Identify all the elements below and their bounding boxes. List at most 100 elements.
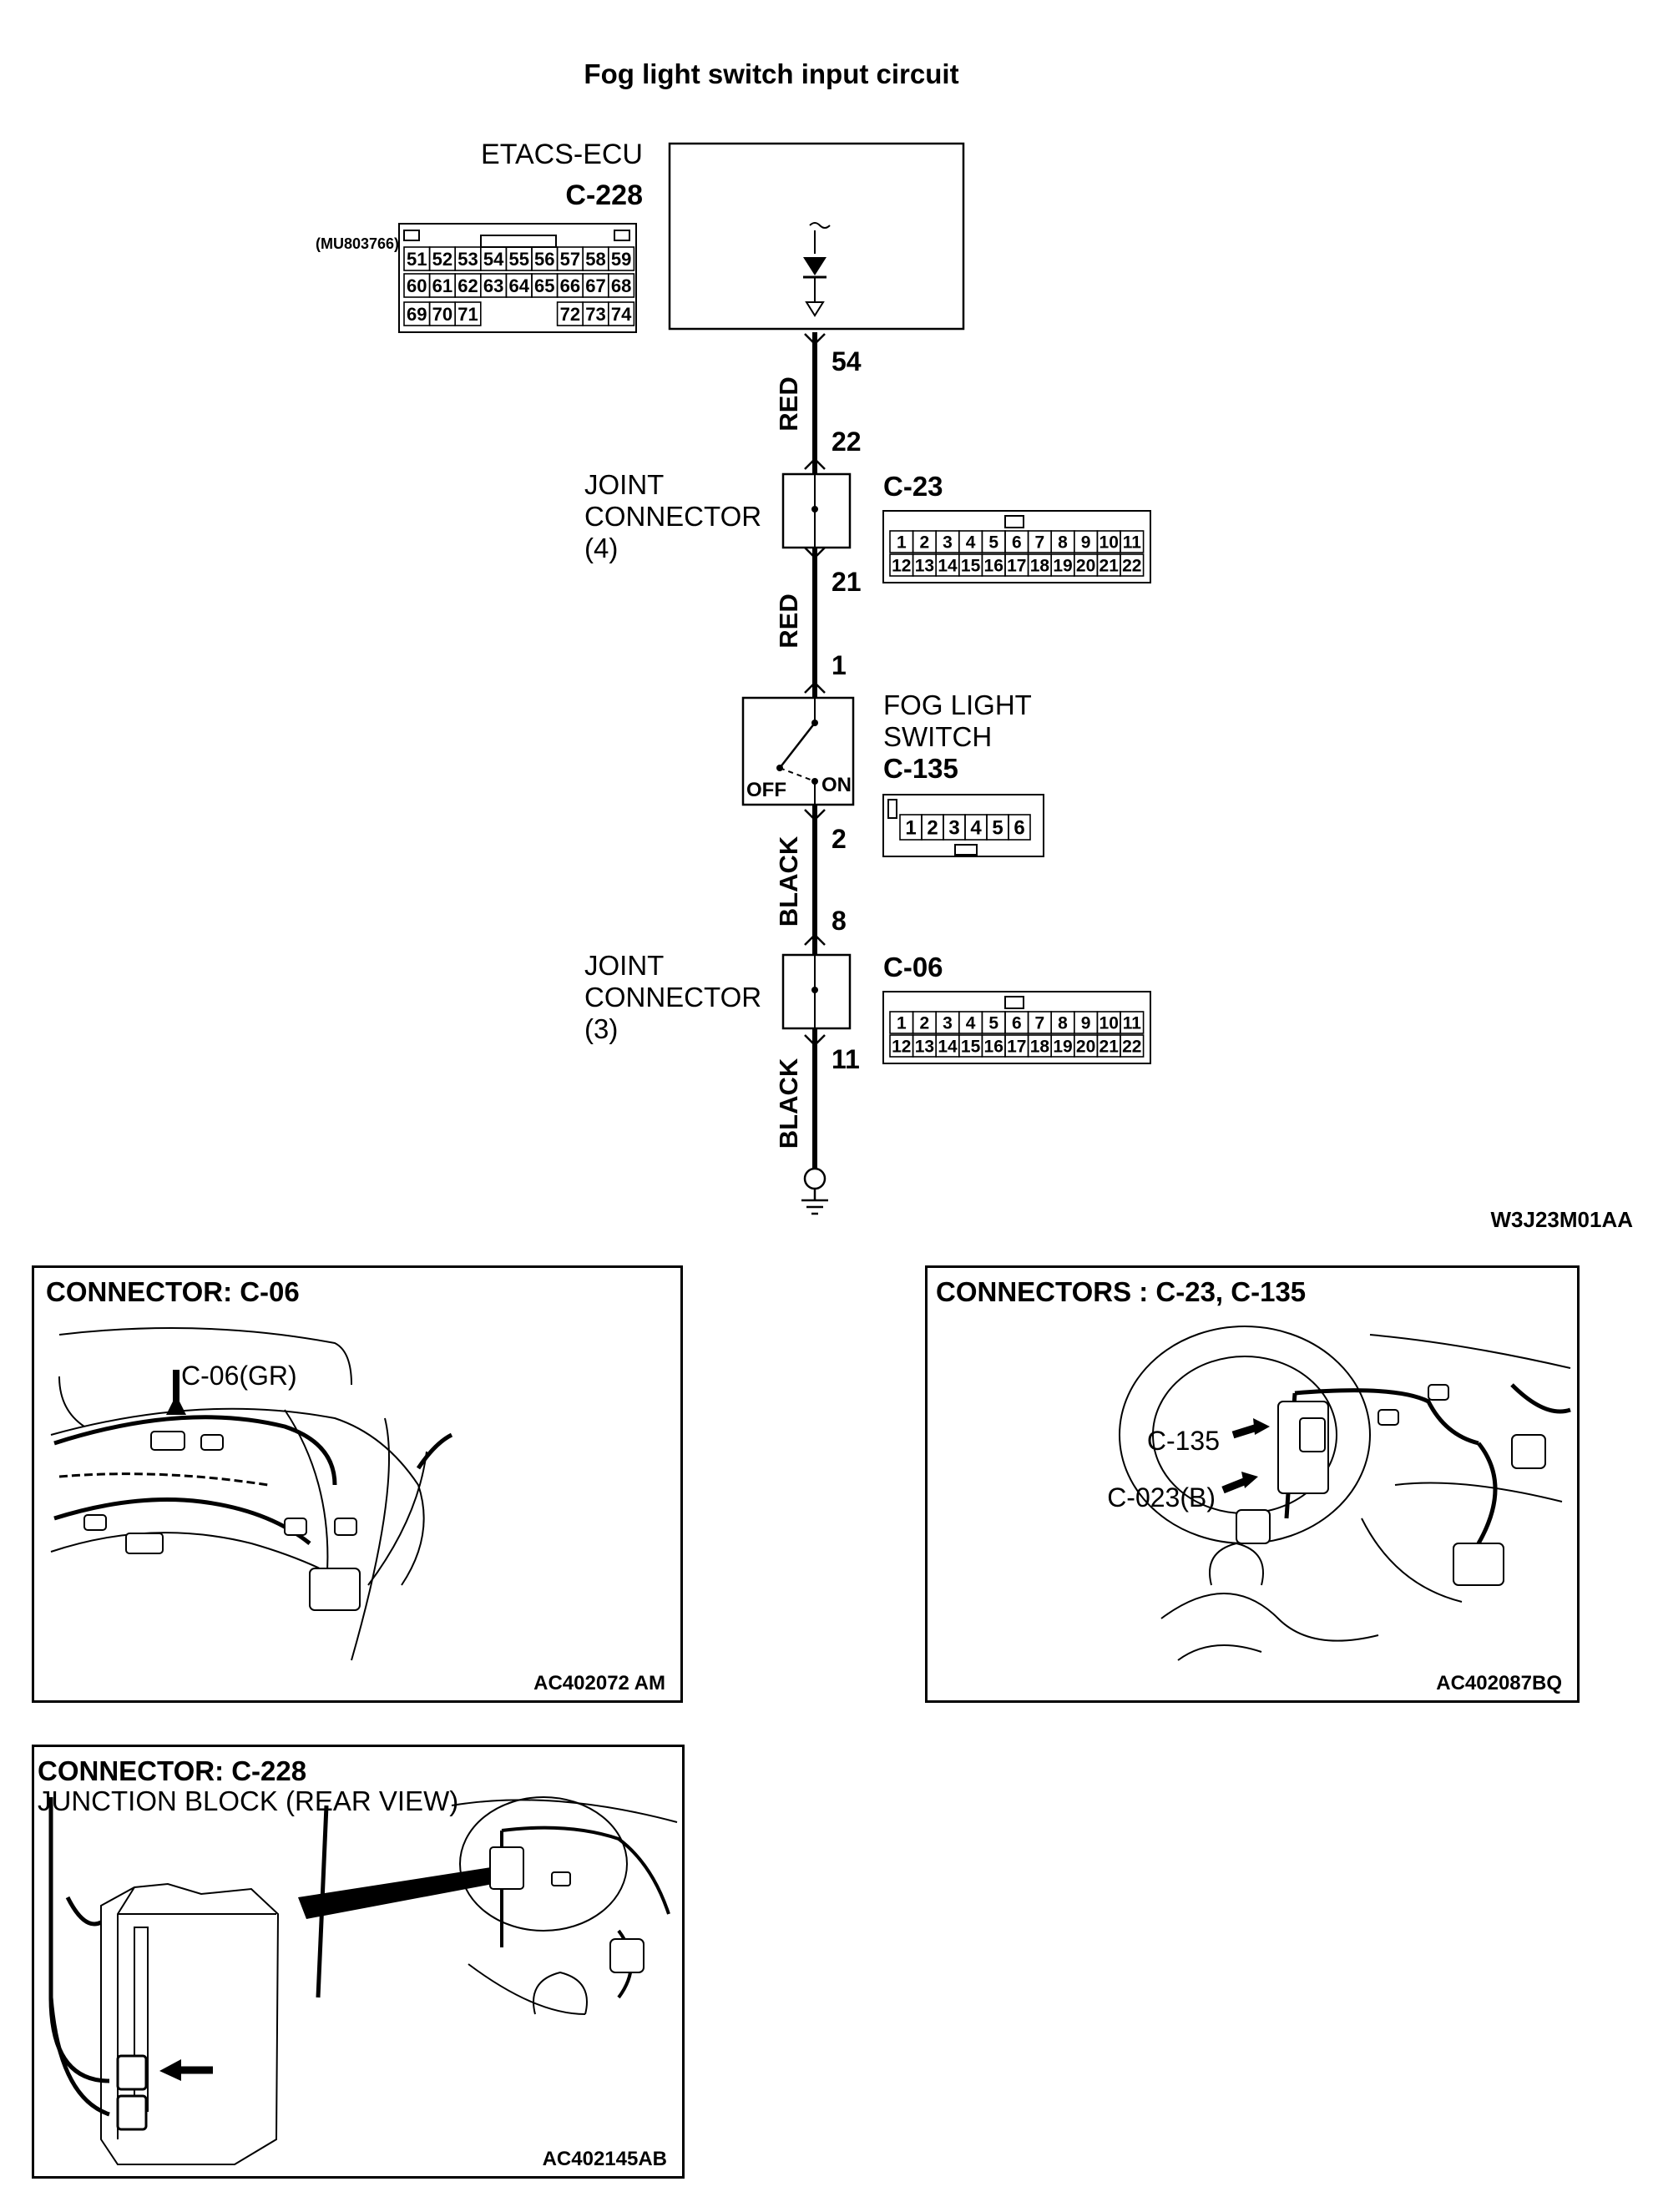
terminal-marks (804, 333, 826, 1047)
c06-pin-20: 20 (1076, 1037, 1095, 1056)
ecu-pin-68: 68 (611, 275, 631, 296)
ecu-pin-53: 53 (457, 249, 478, 270)
ecu-pin-58: 58 (585, 249, 605, 270)
panel-connector-c228: CONNECTOR: C-228 JUNCTION BLOCK (REAR VI… (32, 1745, 685, 2179)
ecu-pin-72: 72 (560, 304, 580, 325)
c06-pin-2: 2 (920, 1013, 930, 1033)
ecu-pin-51: 51 (407, 249, 427, 270)
c06-pin-7: 7 (1035, 1013, 1045, 1033)
zoom-callout-wedge (298, 1866, 502, 1919)
pin-22: 22 (832, 427, 862, 457)
joint3-line2: CONNECTOR (584, 982, 761, 1013)
wire-color-red-2: RED (774, 593, 803, 648)
ecu-connector-label: C-228 (565, 179, 643, 211)
c06-callout: C-06(GR) (181, 1361, 297, 1391)
c23-connector-face (882, 510, 1151, 583)
c23-pin-1: 1 (897, 533, 907, 552)
pin-21: 21 (832, 567, 862, 597)
panel-c228-title: CONNECTOR: C-228 (38, 1755, 307, 1786)
panel-connector-c06: CONNECTOR: C-06 (32, 1265, 683, 1703)
figure-code: W3J23M01AA (1490, 1207, 1633, 1232)
c06-pin-1: 1 (897, 1013, 907, 1033)
junction-block-illustration (48, 1796, 678, 2165)
pin-1: 1 (832, 650, 847, 680)
c135-pin-3: 3 (948, 816, 959, 839)
c23-c135-location-illustration: C-135 C-023(B) (1107, 1326, 1571, 1661)
c135-pin-5: 5 (992, 816, 1003, 839)
ecu-pin-55: 55 (508, 249, 528, 270)
ecu-pin-57: 57 (560, 249, 580, 270)
c06-pin-14: 14 (938, 1037, 958, 1056)
pin-54: 54 (832, 346, 862, 376)
panel-c23-title: CONNECTORS : C-23, C-135 (936, 1276, 1307, 1307)
c06-pin-4: 4 (966, 1013, 976, 1033)
c06-pin-19: 19 (1053, 1037, 1072, 1056)
c06-label: C-06 (883, 952, 943, 982)
c06-pin-8: 8 (1058, 1013, 1068, 1033)
c135-pin-1: 1 (905, 816, 916, 839)
c06-pin-5: 5 (988, 1013, 998, 1033)
switch-on-label: ON (821, 774, 852, 796)
ecu-pin-69: 69 (407, 304, 427, 325)
ecu-pin-73: 73 (585, 304, 605, 325)
c06-pin-18: 18 (1030, 1037, 1050, 1056)
c06-pin-17: 17 (1007, 1037, 1026, 1056)
ground-terminal (803, 1167, 826, 1190)
c23-pin-18: 18 (1030, 556, 1050, 575)
ecu-pin-66: 66 (560, 275, 580, 296)
ecu-connector-key (480, 235, 557, 248)
c06-pin-22: 22 (1122, 1037, 1141, 1056)
c23-pin-9: 9 (1081, 533, 1091, 552)
ecu-pin-65: 65 (534, 275, 554, 296)
panel-c228-code: AC402145AB (542, 2148, 667, 2170)
ecu-pin-62: 62 (457, 275, 478, 296)
diode-icon (803, 257, 826, 275)
ecu-part-number: (MU803766) (316, 235, 399, 252)
ecu-pin-59: 59 (611, 249, 631, 270)
c135-connector-face (882, 794, 1044, 857)
wire-color-black-1: BLACK (774, 836, 803, 927)
ecu-pin-71: 71 (457, 304, 478, 325)
c23-pin-4: 4 (966, 533, 976, 552)
c06-pin-15: 15 (961, 1037, 981, 1056)
c23-pin-8: 8 (1058, 533, 1068, 552)
switch-off-label: OFF (746, 779, 786, 801)
ecu-pin-61: 61 (432, 275, 452, 296)
joint3-line3: (3) (584, 1013, 618, 1044)
c23-label: C-23 (883, 471, 943, 502)
panel-connectors-c23-c135: CONNECTORS : C-23, C-135 (925, 1265, 1580, 1703)
panel-c228-subtitle: JUNCTION BLOCK (REAR VIEW) (38, 1785, 459, 1816)
c23-pin-21: 21 (1099, 556, 1120, 575)
c06-connector-face (882, 991, 1151, 1064)
c023-callout: C-023(B) (1107, 1482, 1216, 1513)
c06-pin-21: 21 (1099, 1037, 1120, 1056)
c06-pin-10: 10 (1099, 1013, 1119, 1033)
c23-pin-16: 16 (984, 556, 1003, 575)
c06-pin-9: 9 (1081, 1013, 1091, 1033)
c23-pin-19: 19 (1053, 556, 1072, 575)
joint3-line1: JOINT (584, 950, 664, 981)
joint4-line3: (4) (584, 533, 618, 563)
wire-color-black-2: BLACK (774, 1058, 803, 1149)
c135-pin-2: 2 (927, 816, 938, 839)
c23-pin-15: 15 (961, 556, 981, 575)
ecu-pin-63: 63 (483, 275, 503, 296)
c06-pin-12: 12 (892, 1037, 911, 1056)
ecu-pin-67: 67 (585, 275, 605, 296)
switch-line1: FOG LIGHT (883, 689, 1032, 720)
c135-label: C-135 (883, 753, 958, 784)
c23-pin-6: 6 (1012, 533, 1022, 552)
c06-pin-13: 13 (915, 1037, 934, 1056)
c23-pin-11: 11 (1123, 533, 1142, 552)
ground-icon (801, 1189, 828, 1215)
ecu-pin-52: 52 (432, 249, 452, 270)
ecu-name: ETACS-ECU (481, 139, 643, 170)
panel-c23-code: AC402087BQ (1436, 1672, 1562, 1694)
ecu-pin-64: 64 (508, 275, 529, 296)
wiring-schematic: Fog light switch input circuit ETACS-ECU… (316, 58, 1633, 1232)
c23-pin-2: 2 (920, 533, 930, 552)
